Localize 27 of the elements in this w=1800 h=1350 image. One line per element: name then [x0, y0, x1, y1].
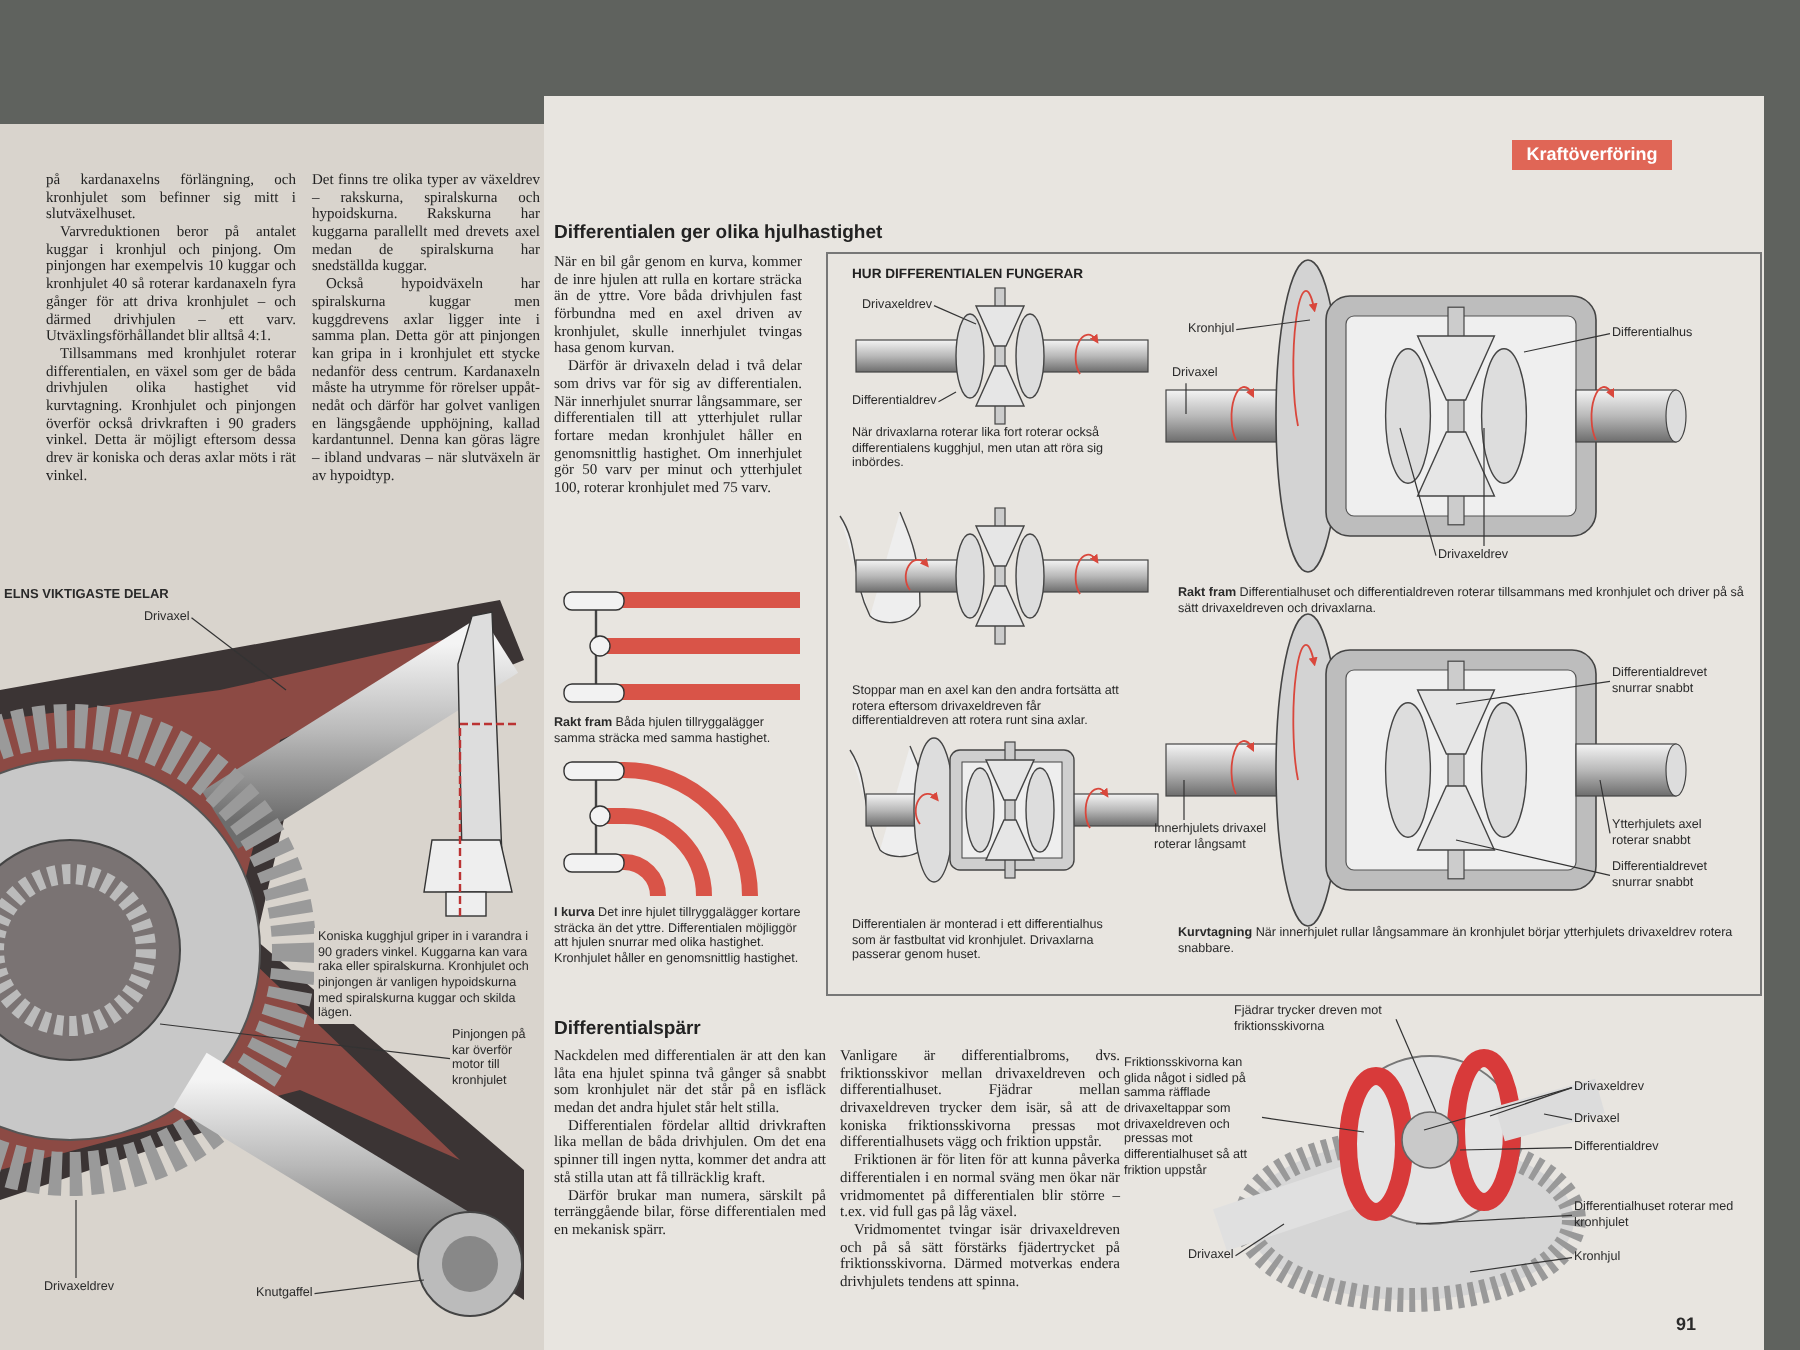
leader-line	[1469, 1257, 1573, 1273]
leader-line	[1183, 779, 1185, 821]
leader-line	[937, 391, 957, 403]
leader-line	[75, 1199, 77, 1279]
leader-line	[1234, 1223, 1285, 1257]
section-heading: Differentialen ger olika hjulhastighet	[554, 222, 885, 246]
info-panel	[826, 252, 1762, 996]
leader-line	[1599, 779, 1611, 834]
leader-line	[1543, 1113, 1573, 1121]
leader-line	[1235, 319, 1311, 331]
leader-line	[1483, 427, 1485, 547]
leader-line	[1459, 1147, 1573, 1151]
leader-line	[1523, 333, 1611, 353]
leader-line	[1415, 1214, 1573, 1225]
page-number: 91	[1676, 1314, 1699, 1336]
leader-line	[1395, 1018, 1437, 1113]
leader-line	[190, 617, 287, 691]
leader-line	[1489, 1087, 1573, 1117]
leader-line	[1423, 1087, 1573, 1131]
leader-line	[1455, 839, 1611, 876]
section-heading: Differentialspärr	[554, 1018, 703, 1042]
section-tab: Kraftöverföring	[1512, 140, 1672, 170]
leader-line	[1261, 1116, 1365, 1133]
leader-line	[1185, 382, 1187, 415]
leader-line	[313, 1279, 425, 1295]
leader-line	[933, 305, 977, 325]
leader-line	[159, 1023, 451, 1060]
